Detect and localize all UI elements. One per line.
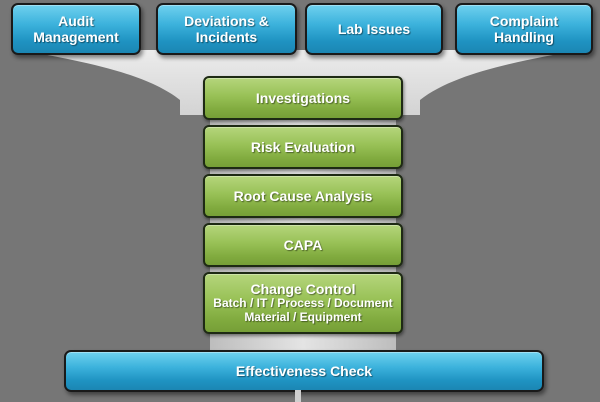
funnel-stem: [295, 390, 301, 402]
step-capa: CAPA: [203, 223, 403, 267]
source-complaint-line2: Handling: [494, 29, 554, 45]
process-steps: Investigations Risk Evaluation Root Caus…: [203, 76, 403, 334]
source-deviations-line1: Deviations &: [184, 12, 269, 29]
source-lab-issues-label: Lab Issues: [337, 20, 411, 37]
source-deviations-incidents: Deviations & Incidents: [156, 3, 297, 55]
step-change-control-title: Change Control: [250, 281, 356, 298]
source-lab-issues: Lab Issues: [305, 3, 443, 55]
step-risk-evaluation: Risk Evaluation: [203, 125, 403, 169]
step-root-cause-analysis: Root Cause Analysis: [203, 174, 403, 218]
step-investigations: Investigations: [203, 76, 403, 120]
source-audit-line2: Management: [33, 29, 119, 45]
source-complaint-handling: Complaint Handling: [455, 3, 593, 55]
final-effectiveness-check-label: Effectiveness Check: [235, 362, 373, 379]
source-audit-management: Audit Management: [11, 3, 141, 55]
source-audit-line1: Audit: [58, 12, 94, 29]
step-change-control-detail1: Batch / IT / Process / Document: [213, 296, 393, 311]
step-change-control: Change Control Batch / IT / Process / Do…: [203, 272, 403, 334]
step-root-cause-analysis-label: Root Cause Analysis: [233, 187, 373, 204]
source-deviations-line2: Incidents: [195, 29, 258, 45]
final-effectiveness-check: Effectiveness Check: [64, 350, 544, 392]
step-risk-evaluation-label: Risk Evaluation: [250, 138, 356, 155]
step-investigations-label: Investigations: [255, 89, 351, 106]
step-change-control-detail2: Material / Equipment: [244, 310, 362, 325]
source-complaint-line1: Complaint: [489, 12, 559, 29]
step-capa-label: CAPA: [283, 236, 323, 253]
